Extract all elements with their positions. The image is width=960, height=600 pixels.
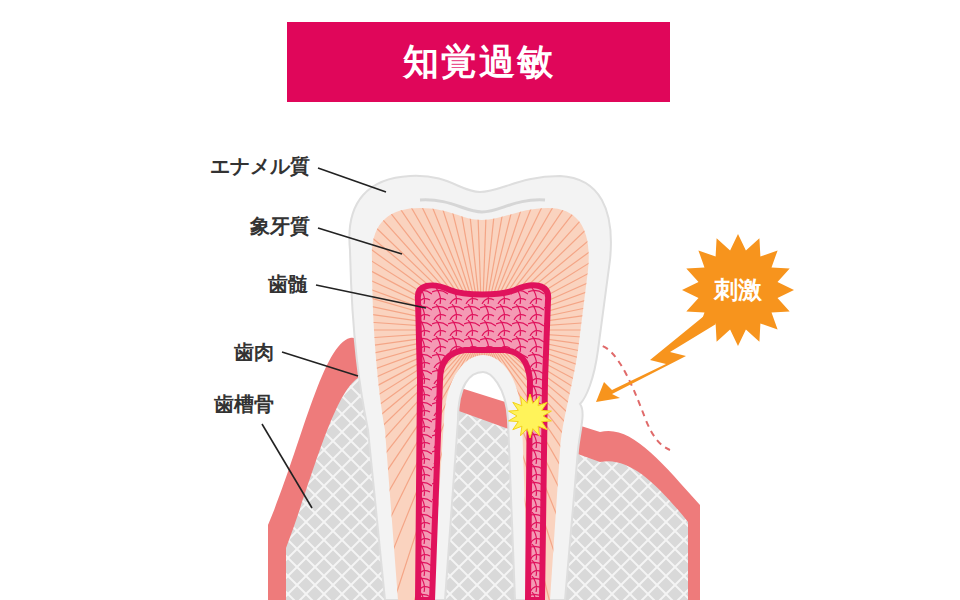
tubule-line [449,350,480,600]
node-text: 刺激 [714,274,762,306]
lightning-bolt [596,316,716,402]
part-label: 歯髄 [268,272,308,296]
stimulus-burst: 刺激 [682,234,794,346]
burst-polygon [682,234,794,346]
alveolar-bone [286,376,688,600]
part-label: 象牙質 [250,214,310,238]
part-label: 歯肉 [234,340,274,364]
tubule-line [494,346,679,582]
title: 知覚過敏 [403,38,555,87]
dentin-tubules [162,10,802,600]
tubule-line [493,65,661,314]
tubule-line [494,78,679,314]
title-banner: 知覚過敏 [287,22,670,102]
tubule-line [268,92,469,315]
tubule-line [322,347,472,600]
tubule-line [495,92,696,315]
pain-spark [509,394,552,438]
tubule-line [487,349,560,600]
tubule-line [484,350,515,600]
tubule-line [495,345,696,568]
tubule-line [285,78,470,314]
tubule-line [492,347,642,600]
tubule-line [303,347,471,596]
part-label: エナメル質 [210,154,310,178]
tubule-line [342,348,474,600]
pulp [418,285,548,600]
tubule-line [303,65,471,314]
tubule-line [483,350,493,600]
part-label: 歯槽骨 [214,392,274,416]
gum [268,338,700,600]
tubule-line [493,347,661,596]
tubule-line [471,350,481,600]
